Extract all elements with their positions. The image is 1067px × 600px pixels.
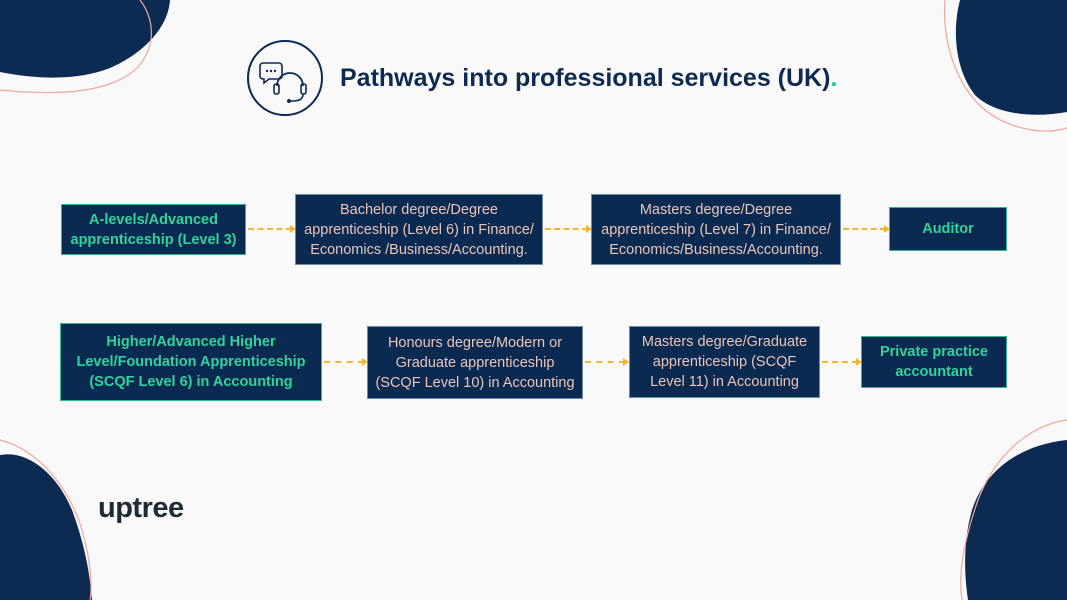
top-left-blob (0, 0, 170, 78)
title-accent-dot: . (830, 63, 838, 92)
bottom-left-blob (0, 454, 92, 600)
arrow-connector (822, 358, 862, 366)
arrow-connector (248, 225, 296, 233)
step-label: Higher/Advanced Higher Level/Foundation … (76, 334, 306, 390)
step-auditor: Auditor (889, 207, 1007, 251)
step-label: Honours degree/Modern or Graduate appren… (375, 334, 575, 391)
step-masters-degree: Masters degree/Degree apprenticeship (Le… (591, 194, 841, 265)
arrow-connector (843, 225, 890, 233)
top-right-outline (943, 0, 1067, 132)
step-masters-graduate: Masters degree/Graduate apprenticeship (… (629, 326, 820, 398)
top-left-outline (0, 0, 152, 94)
step-label: Bachelor degree/Degree apprenticeship (L… (304, 201, 534, 258)
bottom-right-outline (960, 419, 1067, 600)
page-title-text: Pathways into professional services (UK) (340, 63, 831, 92)
step-label: A-levels/Advanced apprenticeship (Level … (70, 211, 237, 248)
arrow-connector (324, 358, 368, 366)
step-higher-advanced: Higher/Advanced Higher Level/Foundation … (60, 323, 322, 401)
page-title: Pathways into professional services (UK)… (340, 58, 837, 98)
bottom-left-outline (0, 439, 92, 600)
arrow-connector (545, 225, 592, 233)
bottom-right-blob (965, 440, 1067, 600)
step-a-levels: A-levels/Advanced apprenticeship (Level … (61, 204, 246, 255)
step-label: Masters degree/Graduate apprenticeship (… (641, 334, 808, 390)
top-right-blob (955, 0, 1067, 115)
arrow-connector (585, 358, 629, 366)
step-label: Private practice accountant (879, 344, 988, 380)
step-label: Auditor (922, 221, 974, 237)
step-private-practice-accountant: Private practice accountant (861, 336, 1007, 388)
step-label: Masters degree/Degree apprenticeship (Le… (601, 201, 831, 258)
step-bachelor-degree: Bachelor degree/Degree apprenticeship (L… (295, 194, 543, 265)
step-honours-degree: Honours degree/Modern or Graduate appren… (367, 326, 583, 399)
uptree-logo: uptree (98, 492, 184, 524)
customer-support-headset-icon (247, 40, 323, 116)
